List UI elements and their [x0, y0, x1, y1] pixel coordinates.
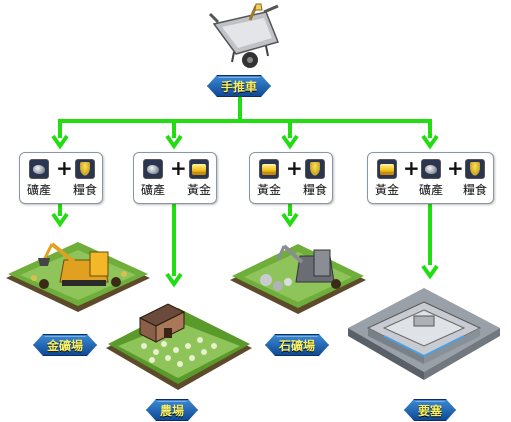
gold-mine-icon[interactable]: [4, 232, 152, 316]
root-label-tag: 手推車: [207, 75, 271, 97]
recipe-4-item-3: 糧食: [462, 159, 488, 198]
recipe-1-item-1: 礦產: [26, 159, 52, 198]
plus-sign: +: [403, 156, 420, 180]
gold-mine-label-tag: 金礦場: [33, 334, 97, 356]
fortress-icon[interactable]: [344, 280, 504, 384]
food-icon: [75, 159, 95, 179]
fortress-label-tag: 要塞: [404, 399, 456, 421]
ore-icon: [421, 159, 441, 179]
wheelbarrow-icon[interactable]: [204, 2, 290, 70]
stone-quarry-label-tag: 石礦場: [265, 334, 329, 356]
recipe-box-2: 礦產 + 黃金: [133, 152, 217, 204]
resource-label: 黃金: [374, 183, 399, 197]
gold-icon: [189, 159, 209, 179]
arrowhead-4: [421, 134, 439, 150]
arrowhead-1: [51, 134, 69, 150]
recipe-box-4: 黃金 + 礦產 + 糧食: [367, 152, 494, 204]
resource-label: 糧食: [462, 183, 487, 197]
resource-label: 礦產: [140, 183, 165, 197]
root-label: 手推車: [220, 80, 257, 94]
resource-label: 礦產: [418, 183, 443, 197]
gold-icon: [259, 159, 279, 179]
arrowhead-3: [281, 134, 299, 150]
farm-label-tag: 農場: [146, 399, 198, 421]
resource-label: 黃金: [186, 183, 211, 197]
arrowhead-2: [165, 134, 183, 150]
food-icon: [465, 159, 485, 179]
resource-label: 糧食: [302, 183, 327, 197]
arrowhead-6: [165, 272, 183, 288]
recipe-4-item-1: 黃金: [374, 159, 400, 198]
recipe-box-1: 礦產 + 糧食: [19, 152, 103, 204]
stone-quarry-label: 石礦場: [278, 339, 315, 353]
resource-label: 礦產: [26, 183, 51, 197]
resource-label: 黃金: [256, 183, 281, 197]
plus-sign: +: [170, 156, 187, 180]
arrowhead-5: [51, 212, 69, 228]
recipe-4-item-2: 礦產: [418, 159, 444, 198]
recipe-2-item-2: 黃金: [186, 159, 212, 198]
resource-label: 糧食: [72, 183, 97, 197]
food-icon: [305, 159, 325, 179]
recipe-3-item-2: 糧食: [302, 159, 328, 198]
fortress-label: 要塞: [417, 404, 442, 418]
recipe-1-item-2: 糧食: [72, 159, 98, 198]
recipe-3-item-1: 黃金: [256, 159, 282, 198]
stone-quarry-icon[interactable]: [226, 236, 368, 316]
farm-icon[interactable]: [104, 300, 254, 392]
ore-icon: [143, 159, 163, 179]
ore-icon: [29, 159, 49, 179]
recipe-2-item-1: 礦產: [140, 159, 166, 198]
plus-sign: +: [447, 156, 464, 180]
plus-sign: +: [286, 156, 303, 180]
arrowhead-7: [281, 212, 299, 228]
recipe-box-3: 黃金 + 糧食: [249, 152, 333, 204]
gold-icon: [377, 159, 397, 179]
arrowhead-8: [421, 264, 439, 280]
plus-sign: +: [56, 156, 73, 180]
gold-mine-label: 金礦場: [46, 339, 83, 353]
farm-label: 農場: [159, 404, 184, 418]
